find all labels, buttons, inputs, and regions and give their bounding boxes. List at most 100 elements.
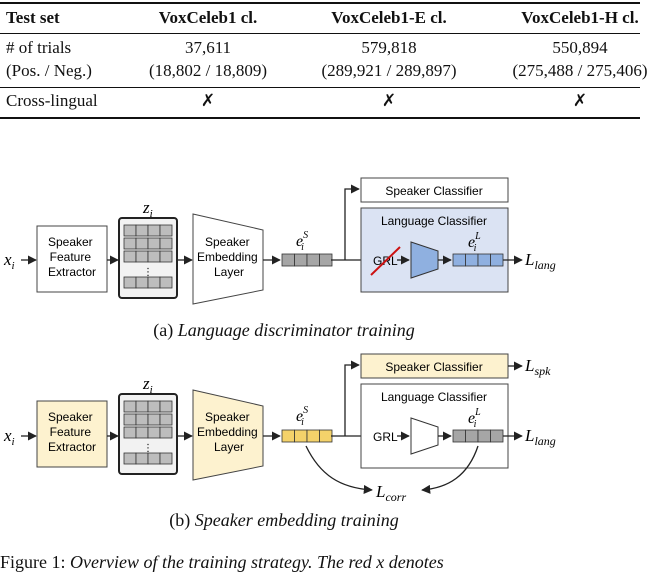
cell-posneg-v1: (18,802 / 18,809) bbox=[148, 61, 268, 80]
vector-cell bbox=[490, 429, 504, 443]
z-cell bbox=[135, 276, 149, 289]
figure-caption: Figure 1: Overview of the training strat… bbox=[0, 552, 444, 573]
z-cell bbox=[123, 452, 137, 465]
z-cell bbox=[159, 276, 173, 289]
vector-cell bbox=[477, 253, 491, 267]
cell-posneg-v1h: (275,488 / 275,406) bbox=[512, 61, 648, 80]
red-cross-line bbox=[370, 246, 401, 276]
cell-trials-v1h: 550,894 bbox=[552, 38, 608, 57]
vector-cell bbox=[294, 253, 308, 267]
z-cell bbox=[147, 250, 161, 263]
vector-cell bbox=[465, 429, 479, 443]
diagram-a: xi Speaker Feature Extractor zi ⋮ Speake… bbox=[3, 177, 556, 305]
z-cell bbox=[135, 400, 149, 413]
z-cell bbox=[135, 250, 149, 263]
cell-trials-v1e: 579,818 bbox=[361, 38, 417, 57]
caption-a-text: Language discriminator training bbox=[177, 320, 415, 340]
input-x: xi bbox=[3, 426, 15, 448]
vector-cell bbox=[319, 253, 333, 267]
feature-extractor-label: Speaker Feature Extractor bbox=[48, 410, 96, 454]
speaker-classifier-box bbox=[360, 353, 509, 379]
row-label-trials: # of trials bbox=[6, 38, 72, 57]
grl-label: GRL bbox=[373, 430, 398, 444]
caption-a-prefix: (a) bbox=[153, 320, 178, 340]
cross-mark-icon: ✗ bbox=[200, 91, 216, 111]
vector-cell bbox=[281, 429, 295, 443]
speaker-classifier-label: Speaker Classifier bbox=[385, 184, 482, 198]
z-cell bbox=[147, 224, 161, 237]
z-label: zi bbox=[142, 198, 153, 220]
z-cell bbox=[123, 276, 137, 289]
z-cell bbox=[135, 426, 149, 439]
cell-trials-v1: 37,611 bbox=[184, 38, 232, 57]
language-embedding-vector bbox=[452, 429, 504, 443]
z-cell bbox=[123, 413, 137, 426]
arrow-to-speaker-classifier bbox=[344, 184, 360, 260]
vector-cell bbox=[465, 253, 479, 267]
vector-cell bbox=[281, 253, 295, 267]
vector-cell bbox=[452, 429, 466, 443]
arrow-to-loss-corr-right bbox=[421, 445, 479, 494]
z-cell bbox=[147, 452, 161, 465]
caption-b-text: Speaker embedding training bbox=[194, 510, 399, 530]
header-voxceleb1-e: VoxCeleb1-E cl. bbox=[331, 8, 447, 27]
header-voxceleb1-h: VoxCeleb1-H cl. bbox=[521, 8, 639, 27]
speaker-classifier-box bbox=[360, 177, 509, 203]
cross-mark-icon: ✗ bbox=[381, 91, 397, 111]
feature-extractor-box bbox=[36, 225, 108, 293]
z-cell bbox=[159, 426, 173, 439]
vector-cell bbox=[306, 253, 320, 267]
loss-corr: Lcorr bbox=[375, 482, 406, 504]
diagram-b: xi Speaker Feature Extractor zi ⋮ Speake… bbox=[3, 353, 556, 504]
z-cell bbox=[159, 237, 173, 250]
header-voxceleb1: VoxCeleb1 cl. bbox=[158, 8, 258, 27]
loss-spk: Lspk bbox=[524, 356, 551, 378]
z-cell bbox=[147, 413, 161, 426]
table-top-rule bbox=[0, 2, 640, 4]
vector-cell bbox=[490, 253, 504, 267]
z-cell bbox=[135, 452, 149, 465]
z-cell bbox=[159, 413, 173, 426]
embedding-layer-label: Speaker Embedding Layer bbox=[197, 410, 261, 454]
z-grid bbox=[123, 400, 173, 465]
language-embedding-vector bbox=[452, 253, 504, 267]
z-cell bbox=[123, 237, 137, 250]
training-diagrams: xi Speaker Feature Extractor zi ⋮ Speake… bbox=[3, 177, 556, 504]
vector-cell bbox=[294, 429, 308, 443]
caption-b-prefix: (b) bbox=[169, 510, 195, 530]
embedding-layer-shape bbox=[192, 213, 264, 305]
language-layer-shape bbox=[410, 241, 439, 279]
cross-mark-icon: ✗ bbox=[572, 91, 588, 111]
caption-a: (a) Language discriminator training bbox=[153, 320, 415, 341]
z-grid bbox=[123, 224, 173, 289]
row-label-cross-lingual: Cross-lingual bbox=[6, 91, 98, 110]
z-cell bbox=[123, 250, 137, 263]
z-cell bbox=[123, 400, 137, 413]
vector-cell bbox=[477, 429, 491, 443]
caption-b: (b) Speaker embedding training bbox=[169, 510, 398, 531]
z-cell bbox=[159, 250, 173, 263]
cell-posneg-v1e: (289,921 / 289,897) bbox=[321, 61, 457, 80]
arrow-to-speaker-classifier bbox=[344, 360, 360, 436]
header-test-set: Test set bbox=[6, 8, 60, 27]
z-cell bbox=[147, 426, 161, 439]
vector-cell bbox=[306, 429, 320, 443]
language-classifier-label: Language Classifier bbox=[381, 214, 487, 228]
figure-caption-prefix: Figure 1: bbox=[0, 552, 70, 572]
row-label-posneg: (Pos. / Neg.) bbox=[6, 61, 92, 80]
feature-extractor-box bbox=[36, 400, 108, 468]
speaker-embedding-vector bbox=[281, 429, 333, 443]
feature-extractor-label: Speaker Feature Extractor bbox=[48, 235, 96, 279]
z-cell bbox=[147, 276, 161, 289]
vertical-dots: ⋮ bbox=[143, 443, 153, 454]
loss-lang-a: Llang bbox=[524, 250, 556, 272]
speaker-classifier-label: Speaker Classifier bbox=[385, 360, 482, 374]
z-cell bbox=[147, 400, 161, 413]
z-cell bbox=[159, 400, 173, 413]
vector-cell bbox=[452, 253, 466, 267]
z-cell bbox=[147, 237, 161, 250]
